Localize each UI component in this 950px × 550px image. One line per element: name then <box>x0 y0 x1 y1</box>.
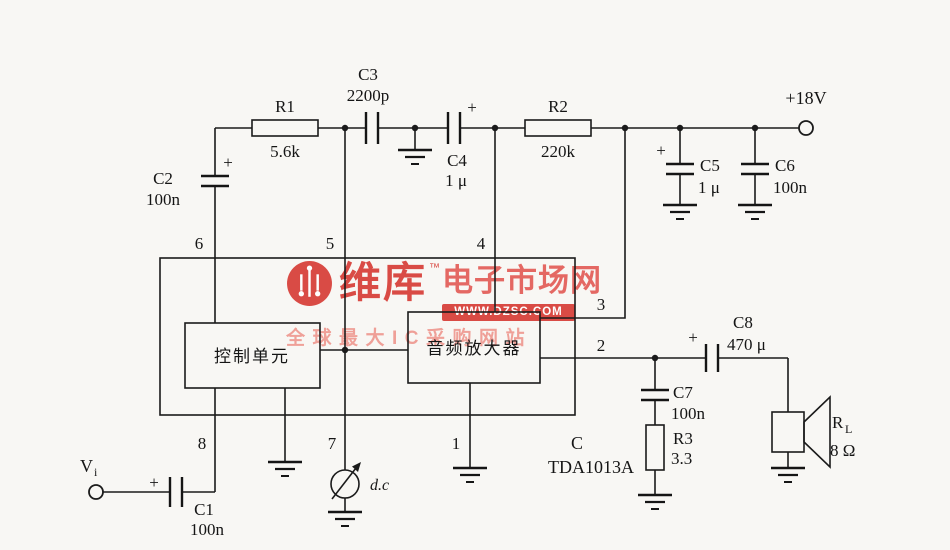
pin-2: 2 <box>597 336 606 355</box>
ic-tda1013a: 控制单元 音频放大器 C TDA1013A <box>159 257 634 477</box>
ground-symbol-c5 <box>663 203 697 220</box>
c4-polarity: + <box>467 98 477 117</box>
dzsc-logo-icon <box>286 260 333 307</box>
c5-label: C5 <box>700 156 720 175</box>
control-unit-block <box>184 322 321 389</box>
ic-part-prefix: C <box>571 433 583 453</box>
junction-dots <box>341 124 759 362</box>
c2-value: 100n <box>146 190 181 209</box>
c2-polarity: + <box>223 153 233 172</box>
pin-7: 7 <box>328 434 337 453</box>
c1-value: 100n <box>190 520 225 539</box>
c2-label: C2 <box>153 169 173 188</box>
r3-label: R3 <box>673 429 693 448</box>
audio-amplifier-label: 音频放大器 <box>427 339 522 358</box>
ground-symbol-pot <box>328 510 362 527</box>
c8-polarity: + <box>688 328 698 347</box>
speaker-rl: R L 8 Ω <box>771 395 855 469</box>
capacitor-c2: + C2 100n <box>146 153 233 209</box>
control-unit-label: 控制单元 <box>214 347 290 366</box>
pin-6: 6 <box>195 234 204 253</box>
pin-5: 5 <box>326 234 335 253</box>
ground-symbol-c6 <box>738 203 772 220</box>
resistor-r1: R1 5.6k <box>251 97 319 161</box>
c3-value: 2200p <box>347 86 390 105</box>
audio-amplifier-block <box>407 311 541 384</box>
ground-symbol-pin1 <box>453 466 487 483</box>
c8-value: 470 μ <box>727 335 766 354</box>
capacitor-c3: C3 2200p <box>347 65 390 144</box>
capacitor-c7: C7 100n <box>641 383 706 423</box>
watermark-tm-mark: ™ <box>429 262 441 274</box>
c7-label: C7 <box>673 383 693 402</box>
c7-value: 100n <box>671 404 706 423</box>
c5-polarity: + <box>656 141 666 160</box>
r3-value: 3.3 <box>671 449 692 468</box>
capacitor-c5: + C5 1 μ <box>656 141 720 197</box>
c6-value: 100n <box>773 178 808 197</box>
c4-value: 1 μ <box>445 171 467 190</box>
r2-label: R2 <box>548 97 568 116</box>
rl-label: R <box>832 413 844 432</box>
c1-polarity: + <box>149 473 159 492</box>
r1-label: R1 <box>275 97 295 116</box>
c3-label: C3 <box>358 65 378 84</box>
capacitor-c4: + C4 1 μ <box>445 98 477 190</box>
r2-value: 220k <box>541 142 576 161</box>
pin-4: 4 <box>477 234 486 253</box>
ground-symbol-control <box>268 460 302 477</box>
dc-label: d.c <box>370 477 389 494</box>
pin-numbers: 6 5 4 3 2 8 7 1 <box>195 234 606 453</box>
watermark-brand: 维库 <box>339 259 428 306</box>
ground-symbol-top <box>398 148 432 165</box>
resistor-r2: R2 220k <box>524 97 592 161</box>
c6-label: C6 <box>775 156 795 175</box>
ground-symbol-r3 <box>638 493 672 510</box>
input-label: V <box>80 456 93 476</box>
pin-8: 8 <box>198 434 207 453</box>
input-label-sub: i <box>94 465 98 479</box>
resistor-r3: R3 3.3 <box>645 424 693 471</box>
c8-label: C8 <box>733 313 753 332</box>
input-terminal: V i <box>80 456 104 500</box>
ground-symbol-speaker <box>771 466 805 483</box>
c5-value: 1 μ <box>698 178 720 197</box>
capacitor-c1: + C1 100n <box>149 473 224 539</box>
rl-value: 8 Ω <box>830 441 855 460</box>
supply-label: +18V <box>785 88 826 108</box>
supply-terminal: +18V <box>785 88 827 136</box>
watermark: 维库 ™ 电子市场网 WWW.DZSC.COM 全球最大IC采购网站 <box>286 260 606 350</box>
r1-value: 5.6k <box>270 142 300 161</box>
capacitor-c6: C6 100n <box>741 156 808 197</box>
pin-1: 1 <box>452 434 461 453</box>
rl-label-sub: L <box>845 422 852 436</box>
watermark-brand-row: 维库 ™ 电子市场网 <box>286 260 606 308</box>
c1-label: C1 <box>194 500 214 519</box>
ic-part-number: TDA1013A <box>548 457 634 477</box>
c4-label: C4 <box>447 151 467 170</box>
pin-3: 3 <box>597 295 606 314</box>
capacitor-c8: + C8 470 μ <box>688 313 766 372</box>
dc-control-pot: d.c <box>330 462 389 500</box>
